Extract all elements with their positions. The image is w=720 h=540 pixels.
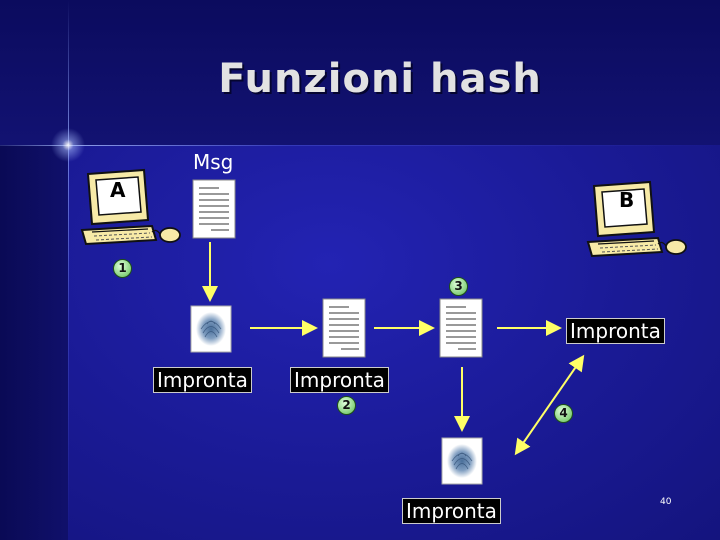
- computer-b-icon: [587, 181, 687, 257]
- decor-horizontal-line: [0, 145, 720, 146]
- decor-vertical-line: [68, 0, 69, 540]
- message-document-icon: [192, 179, 236, 239]
- label-encrypted-digest: Impronta: [290, 367, 389, 393]
- signed-document-icon: [322, 298, 366, 358]
- label-received-digest: Impronta: [566, 318, 665, 344]
- slide-title: Funzioni hash: [218, 56, 542, 102]
- step-badge-3: 3: [449, 277, 468, 296]
- computer-b-label: B: [619, 188, 635, 212]
- slide-header-band: [0, 0, 720, 145]
- computer-a-icon: [81, 169, 181, 245]
- slide-left-band: [0, 145, 68, 540]
- step-badge-2: 2: [337, 396, 356, 415]
- step-badge-1: 1: [113, 259, 132, 278]
- message-label: Msg: [193, 150, 234, 174]
- fingerprint-recomputed-icon: [441, 437, 483, 485]
- computer-a-label: A: [110, 178, 126, 202]
- label-recomputed-digest: Impronta: [402, 498, 501, 524]
- received-document-icon: [439, 298, 483, 358]
- arrow-compare: [514, 354, 585, 456]
- page-number: 40: [660, 497, 672, 507]
- fingerprint-a-icon: [190, 305, 232, 353]
- step-badge-4: 4: [554, 404, 573, 423]
- label-sender-digest: Impronta: [153, 367, 252, 393]
- decor-star-glow: [48, 125, 88, 165]
